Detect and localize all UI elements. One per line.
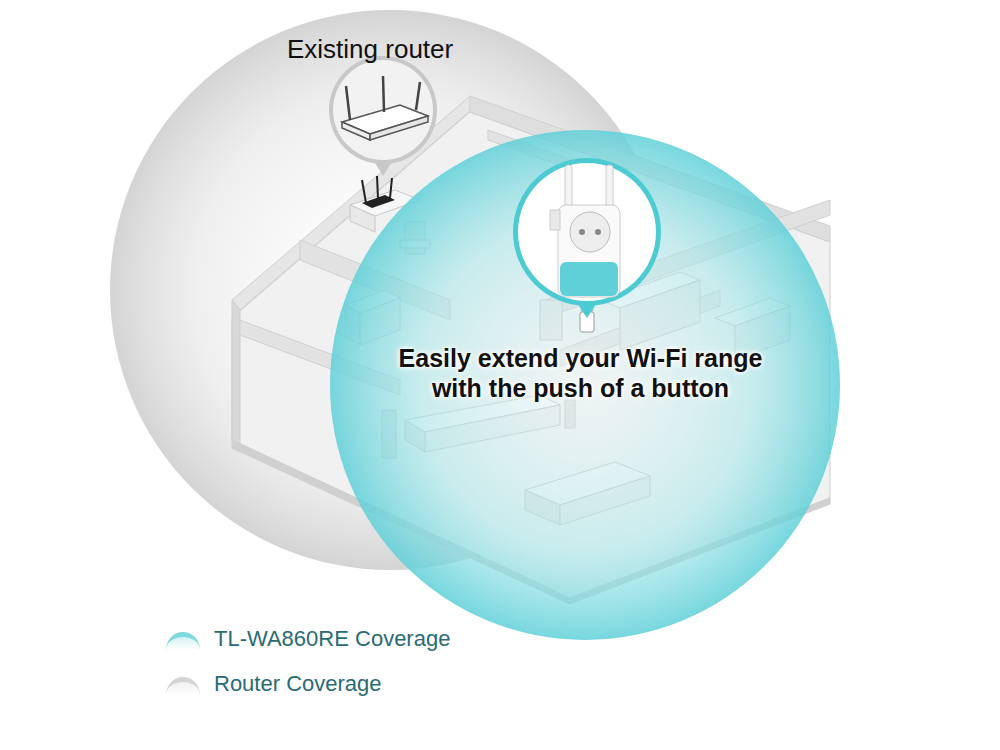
- router-callout: [329, 56, 437, 176]
- router-heading: Existing router: [287, 34, 453, 65]
- legend-swatch: [166, 632, 200, 650]
- tagline: Easily extend your Wi-Fi range with the …: [396, 343, 765, 403]
- extender-coverage: [330, 130, 840, 640]
- extender-callout: [513, 158, 661, 318]
- router-icon: [362, 176, 395, 208]
- legend-row: Router Coverage: [166, 671, 382, 697]
- legend-text: TL-WA860RE Coverage: [214, 626, 450, 652]
- legend-row: TL-WA860RE Coverage: [166, 626, 450, 652]
- legend-swatch: [166, 677, 200, 695]
- legend-text: Router Coverage: [214, 671, 382, 697]
